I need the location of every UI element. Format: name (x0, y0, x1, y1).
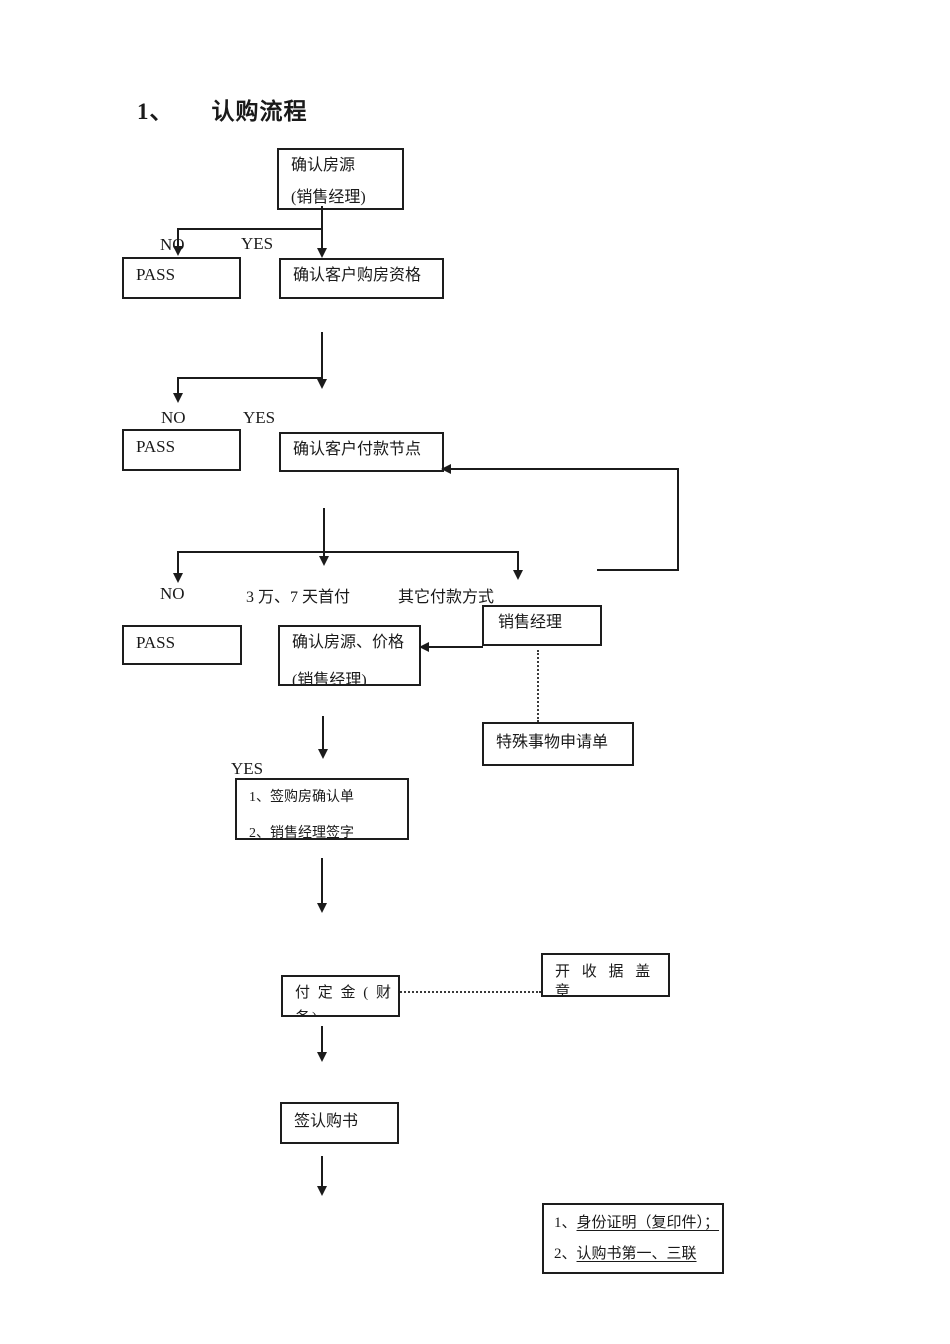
title-number: 1、 (137, 99, 174, 124)
connector-branch2-no (177, 377, 179, 394)
node-pass-3: PASS (122, 625, 242, 665)
title-text: 认购流程 (211, 99, 308, 124)
connector-confirmation-down (321, 858, 323, 903)
node-issue-receipt-line1: 开 收 据 盖 章 (555, 964, 655, 997)
node-sales-manager: 销售经理 (482, 605, 602, 646)
label-yes-2: YES (243, 408, 276, 427)
node-confirm-payment-node-label: 确认客户付款节点 (293, 441, 422, 458)
required-documents-item2: 2、认购书第一、三联 (554, 1244, 722, 1264)
arrowhead-pay-standard (319, 556, 329, 566)
arrowhead-no3 (173, 573, 183, 583)
required-documents-item1-text: 身份证明（复印件）； (576, 1215, 720, 1231)
node-pass-1-label: PASS (136, 265, 176, 284)
label-yes-3: YES (231, 759, 264, 778)
connector-branch1 (177, 228, 323, 230)
node-confirm-listing-price-line1: 确认房源、价格 (292, 634, 405, 651)
label-no-1: NO (160, 235, 185, 254)
connector-branch2 (177, 377, 323, 379)
node-pay-deposit-line1: 付 定 金 ( 财 (295, 985, 393, 1001)
label-pay-other: 其它付款方式 (398, 589, 495, 606)
connector-deposit-down (321, 1026, 323, 1052)
node-pay-deposit-line2: 务) (295, 1008, 398, 1015)
arrowhead-subscription-end (317, 1186, 327, 1196)
label-no-2: NO (161, 408, 186, 427)
arrowhead-manager-to-price (419, 642, 429, 652)
node-sign-subscription-label: 签认购书 (294, 1113, 359, 1130)
connector-branch1-yes (321, 228, 323, 248)
label-yes-1: YES (241, 234, 274, 253)
node-pay-deposit: 付 定 金 ( 财 务) (281, 975, 400, 1017)
connector-listing-down (321, 206, 323, 230)
node-pass-1: PASS (122, 257, 241, 299)
arrowhead-to-subscription (317, 1052, 327, 1062)
node-confirm-listing-price-line2: (销售经理) (292, 672, 367, 686)
required-documents-item1-num: 1、 (554, 1215, 577, 1231)
node-sign-subscription: 签认购书 (280, 1102, 399, 1144)
node-sign-purchase-confirmation-line1: 1、签购房确认单 (249, 790, 354, 805)
arrowhead-no1 (173, 246, 183, 256)
node-pass-3-label: PASS (136, 633, 176, 652)
required-documents-item2-num: 2、 (554, 1246, 577, 1262)
label-pay-standard: 3 万、7 天首付 (246, 589, 351, 606)
node-special-matter-form-label: 特殊事物申请单 (496, 734, 609, 751)
arrowhead-pay-other (513, 570, 523, 580)
node-pass-2: PASS (122, 429, 241, 471)
node-confirm-buyer-eligibility-label: 确认客户购房资格 (293, 267, 422, 284)
node-confirm-listing-line1: 确认房源 (291, 157, 356, 174)
node-sign-purchase-confirmation: 1、签购房确认单 2、销售经理签字 (235, 778, 409, 840)
label-no-3: NO (160, 584, 185, 603)
page-title: 1、 认购流程 (137, 92, 308, 126)
node-confirm-buyer-eligibility: 确认客户购房资格 (279, 258, 444, 299)
node-special-matter-form: 特殊事物申请单 (482, 722, 634, 766)
connector-feedback-bottom (597, 569, 679, 571)
arrowhead-yes2 (317, 379, 327, 389)
arrowhead-yes1 (317, 248, 327, 258)
connector-feedback-top (450, 468, 679, 470)
connector-payment-down (323, 508, 325, 556)
arrowhead-to-confirmation (318, 749, 328, 759)
connector-branch3-no (177, 551, 179, 573)
node-pass-2-label: PASS (136, 437, 176, 456)
connector-eligibility-down (321, 332, 323, 379)
required-documents-item2-text: 认购书第一、三联 (576, 1246, 697, 1262)
node-required-documents: 1、身份证明（复印件）； 2、认购书第一、三联 (542, 1203, 724, 1274)
required-documents-item1: 1、身份证明（复印件）； (554, 1213, 722, 1233)
connector-price-down (322, 716, 324, 749)
node-confirm-listing: 确认房源 (销售经理) (277, 148, 404, 210)
arrowhead-no2 (173, 393, 183, 403)
node-confirm-payment-node: 确认客户付款节点 (279, 432, 444, 472)
node-issue-receipt: 开 收 据 盖 章 (开发商) (541, 953, 670, 997)
connector-deposit-receipt-dotted (397, 991, 541, 993)
connector-feedback-right (677, 468, 679, 571)
node-confirm-listing-line2: (销售经理) (291, 189, 366, 206)
arrowhead-to-deposit (317, 903, 327, 913)
connector-subscription-down (321, 1156, 323, 1186)
connector-branch3 (177, 551, 519, 553)
arrowhead-feedback-left (441, 464, 451, 474)
connector-manager-to-price (429, 646, 483, 648)
connector-branch3-other (517, 551, 519, 570)
connector-manager-special-dashed (537, 650, 539, 722)
node-confirm-listing-price: 确认房源、价格 (销售经理) (278, 625, 421, 686)
connector-branch1-no (177, 228, 179, 247)
node-sign-purchase-confirmation-line2: 2、销售经理签字 (249, 826, 354, 840)
node-sales-manager-label: 销售经理 (498, 614, 563, 631)
